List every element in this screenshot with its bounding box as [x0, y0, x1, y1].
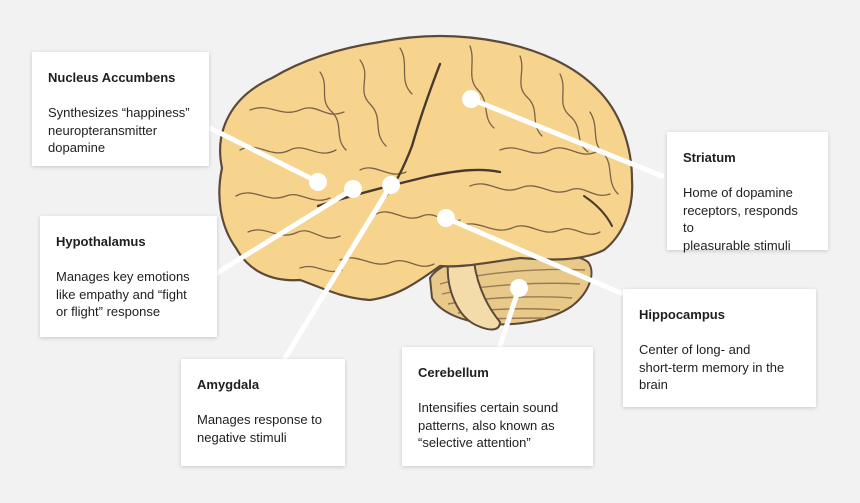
callout-description: Synthesizes “happiness” neuropteransmitt… [48, 105, 190, 155]
connector-amygdala [282, 182, 394, 361]
callout-hypothalamus: Hypothalamus Manages key emotions like e… [40, 216, 217, 337]
marker-dots [309, 90, 528, 297]
callout-description: Manages key emotions like empathy and “f… [56, 269, 190, 319]
marker-striatum [462, 90, 480, 108]
marker-hypothalamus [344, 180, 362, 198]
marker-amygdala [382, 176, 400, 194]
callout-amygdala: Amygdala Manages response to negative st… [181, 359, 345, 466]
connector-hippocampus [443, 215, 626, 297]
callout-title: Cerebellum [418, 365, 489, 380]
callout-title: Striatum [683, 150, 736, 165]
marker-hippocampus [437, 209, 455, 227]
callout-title: Nucleus Accumbens [48, 70, 176, 85]
connector-cerebellum [497, 285, 522, 349]
marker-nucleus-accumbens [309, 173, 327, 191]
callout-description: Intensifies certain sound patterns, also… [418, 400, 559, 450]
callout-description: Home of dopamine receptors, responds to … [683, 185, 798, 253]
callout-description: Center of long- and short-term memory in… [639, 342, 785, 392]
callout-title: Hippocampus [639, 307, 725, 322]
brain-stem [446, 261, 502, 331]
callout-title: Amygdala [197, 377, 260, 392]
callout-nucleus-accumbens: Nucleus Accumbens Synthesizes “happiness… [32, 52, 209, 166]
callout-cerebellum: Cerebellum Intensifies certain sound pat… [402, 347, 593, 466]
marker-cerebellum [510, 279, 528, 297]
callout-hippocampus: Hippocampus Center of long- and short-te… [623, 289, 816, 407]
callout-title: Hypothalamus [56, 234, 146, 249]
callout-striatum: Striatum Home of dopamine receptors, res… [667, 132, 828, 253]
connector-lines [207, 96, 665, 361]
callout-description: Manages response to negative stimuli [197, 412, 323, 445]
connector-striatum [468, 96, 665, 179]
connector-nucleus-accumbens [207, 125, 321, 185]
connector-hypothalamus [214, 186, 356, 276]
